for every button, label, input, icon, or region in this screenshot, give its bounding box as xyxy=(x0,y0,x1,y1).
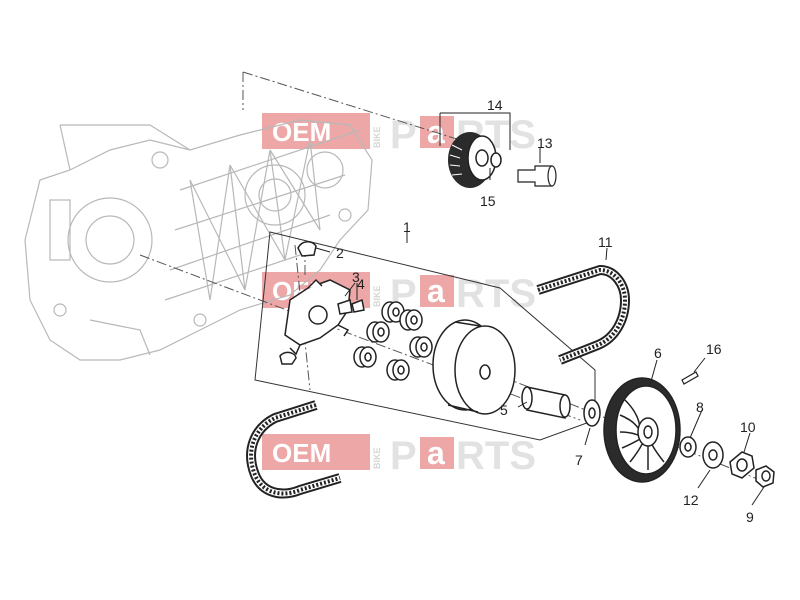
variator-drum-part xyxy=(432,319,516,415)
callout-1: 1 xyxy=(403,219,411,235)
bushing-part xyxy=(521,386,571,419)
leader-lines xyxy=(315,112,765,506)
callout-16: 16 xyxy=(706,341,722,357)
pin-16-part xyxy=(681,371,699,385)
svg-text:a: a xyxy=(427,273,445,309)
washer-12-part xyxy=(702,441,724,469)
callout-8: 8 xyxy=(696,399,704,415)
roller-2 xyxy=(399,309,423,331)
cup-washer-part xyxy=(729,451,755,479)
svg-text:RTS: RTS xyxy=(456,272,536,316)
washer-8-part xyxy=(679,436,697,458)
svg-text:BIKE: BIKE xyxy=(372,126,382,148)
callout-3: 3 xyxy=(352,269,360,285)
callout-labels: 1 2 3 4 5 6 7 8 9 10 11 12 13 14 15 16 xyxy=(336,97,756,525)
svg-text:P: P xyxy=(390,434,417,478)
callout-14: 14 xyxy=(487,97,503,113)
roller-3 xyxy=(366,321,390,343)
roller-5 xyxy=(353,346,377,368)
callout-9: 9 xyxy=(746,509,754,525)
fan-pulley-part xyxy=(603,377,681,483)
roller-4 xyxy=(409,336,433,358)
callout-5: 5 xyxy=(500,402,508,418)
svg-text:a: a xyxy=(427,435,445,471)
drive-belt-upper xyxy=(536,264,631,365)
roller-washer-part xyxy=(490,152,502,168)
roller-6 xyxy=(386,359,410,381)
callout-13: 13 xyxy=(537,135,553,151)
roller-1 xyxy=(381,301,405,323)
callout-10: 10 xyxy=(740,419,756,435)
watermark-bottom: OEM BIKE P a RTS xyxy=(262,434,536,478)
crankcase-outline xyxy=(24,119,373,361)
svg-text:RTS: RTS xyxy=(456,434,536,478)
callout-15: 15 xyxy=(480,193,496,209)
svg-text:P: P xyxy=(390,113,417,157)
slider-parts xyxy=(337,298,365,315)
callout-6: 6 xyxy=(654,345,662,361)
ramp-plate-part xyxy=(279,278,351,365)
callout-4: 4 xyxy=(357,276,365,292)
washer-7-part xyxy=(583,399,601,427)
nut-part xyxy=(755,465,775,488)
callout-11: 11 xyxy=(598,234,613,250)
callout-7: 7 xyxy=(575,452,583,468)
svg-text:BIKE: BIKE xyxy=(372,285,382,307)
drive-belt-lower xyxy=(246,400,342,499)
callout-12: 12 xyxy=(683,492,699,508)
svg-text:BIKE: BIKE xyxy=(372,447,382,469)
idler-roller-part xyxy=(448,132,497,188)
clip-part xyxy=(297,241,317,257)
callout-2: 2 xyxy=(336,245,344,261)
svg-text:OEM: OEM xyxy=(272,438,331,468)
roller-pin-part xyxy=(517,165,557,187)
variator-rollers xyxy=(353,301,433,381)
